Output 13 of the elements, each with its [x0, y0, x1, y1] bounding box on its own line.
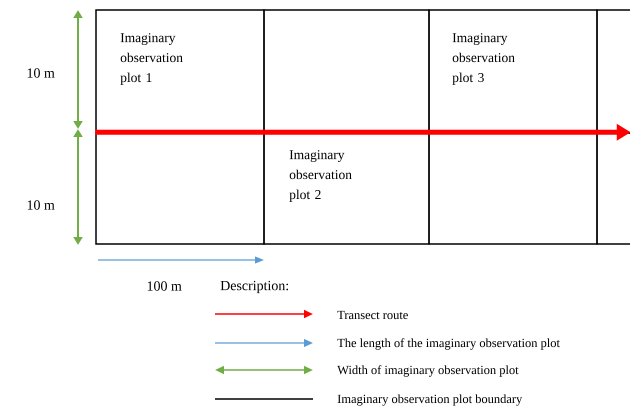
- legend-text: Width of imaginary observation plot: [337, 365, 519, 377]
- legend-title: Description:: [220, 280, 288, 294]
- legend-text: Imaginary observation plot boundary: [338, 394, 522, 406]
- plot-cell: [428, 132, 598, 245]
- dimension-label: 10 m: [28, 200, 55, 210]
- legend-text: The length of the imaginary observation plot: [337, 338, 560, 350]
- plot-cell: Imaginary observation plot 2: [263, 132, 430, 245]
- plot-cell: [95, 132, 265, 245]
- plot-cell: Imaginary observation plot 3: [428, 9, 598, 134]
- dimension-label: 100 m: [148, 281, 182, 291]
- plot-cell: Imaginary observation plot 1: [95, 9, 265, 134]
- legend-text: Transect route: [337, 310, 408, 320]
- dimension-label: 10 m: [28, 68, 55, 78]
